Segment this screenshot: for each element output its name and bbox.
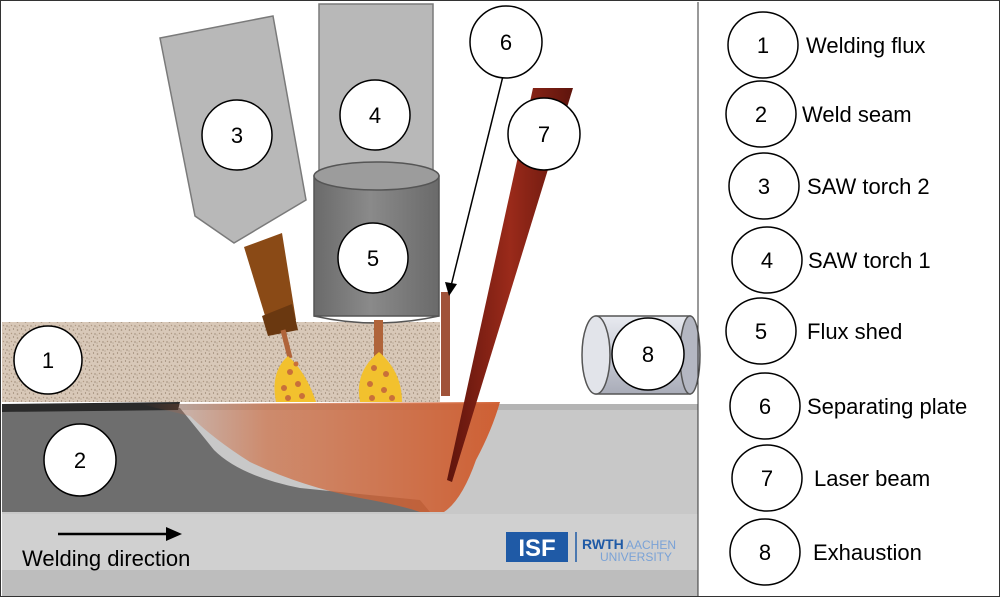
welding-flux-layer (2, 322, 440, 402)
marker-6-arrowhead (445, 282, 457, 296)
base-plate-edge (2, 570, 698, 596)
svg-text:5: 5 (367, 246, 379, 271)
direction-label: Welding direction (22, 546, 190, 571)
svg-text:8: 8 (642, 342, 654, 367)
svg-text:2: 2 (74, 448, 86, 473)
weld-seam (2, 408, 430, 512)
svg-text:7: 7 (538, 122, 550, 147)
legend-number: 3 (758, 174, 770, 199)
marker-1: 1 (13, 325, 83, 395)
torch-1-wire (374, 320, 383, 358)
marker-2: 2 (43, 423, 117, 497)
legend-label: Separating plate (807, 394, 967, 419)
legend-label: SAW torch 2 (807, 174, 930, 199)
laser-beam (447, 88, 573, 482)
legend-number: 1 (757, 33, 769, 58)
aachen-logo-text: AACHEN (626, 538, 676, 552)
legend-item-4: 4 SAW torch 1 (731, 226, 931, 294)
marker-4: 4 (339, 79, 411, 151)
marker-6: 6 (469, 5, 543, 79)
marker-6-pointer (450, 67, 506, 287)
legend-item-2: 2 Weld seam (725, 80, 912, 148)
torch-2-nozzle (244, 233, 296, 332)
legend-number: 4 (761, 248, 773, 273)
droplet-dots (281, 361, 395, 401)
svg-text:4: 4 (369, 103, 381, 128)
legend-number: 2 (755, 102, 767, 127)
rwth-logo-text: RWTH (582, 536, 624, 552)
legend-label: Exhaustion (813, 540, 922, 565)
isf-logo: ISF (506, 532, 568, 562)
seam-top-line (2, 402, 180, 412)
legend-item-5: 5 Flux shed (725, 297, 902, 365)
svg-text:3: 3 (231, 123, 243, 148)
legend-number: 5 (755, 319, 767, 344)
marker-3: 3 (201, 99, 273, 171)
university-logo-text: UNIVERSITY (600, 550, 672, 564)
flux-shed-top (313, 161, 440, 191)
legend-label: Weld seam (802, 102, 912, 127)
exhaustion-opening (581, 315, 611, 395)
svg-text:1: 1 (42, 348, 54, 373)
legend-item-6: 6 Separating plate (729, 372, 967, 440)
isf-logo-box (506, 532, 568, 562)
legend: 1 Welding flux 2 Weld seam 3 SAW torch 2… (725, 11, 967, 586)
legend-item-3: 3 SAW torch 2 (728, 152, 930, 220)
marker-8: 8 (611, 317, 685, 391)
melt-zone (140, 402, 500, 512)
separating-plate (441, 292, 450, 396)
legend-label: Laser beam (814, 466, 930, 491)
base-plate-band (2, 512, 698, 572)
legend-item-8: 8 Exhaustion (729, 518, 922, 586)
torch-2-tip (262, 304, 298, 336)
arc-droplet-1 (358, 352, 402, 402)
torch-2-wire (280, 329, 293, 359)
direction-arrowhead (166, 527, 182, 541)
legend-label: Flux shed (807, 319, 902, 344)
legend-item-1: 1 Welding flux (727, 11, 925, 79)
legend-item-7: 7 Laser beam (731, 444, 930, 512)
marker-7: 7 (507, 97, 581, 171)
legend-number: 8 (759, 540, 771, 565)
legend-number: 6 (759, 394, 771, 419)
marker-5: 5 (337, 222, 409, 294)
isf-logo-text: ISF (518, 535, 555, 562)
legend-label: Welding flux (806, 33, 925, 58)
legend-label: SAW torch 1 (808, 248, 931, 273)
svg-text:6: 6 (500, 30, 512, 55)
legend-number: 7 (761, 466, 773, 491)
